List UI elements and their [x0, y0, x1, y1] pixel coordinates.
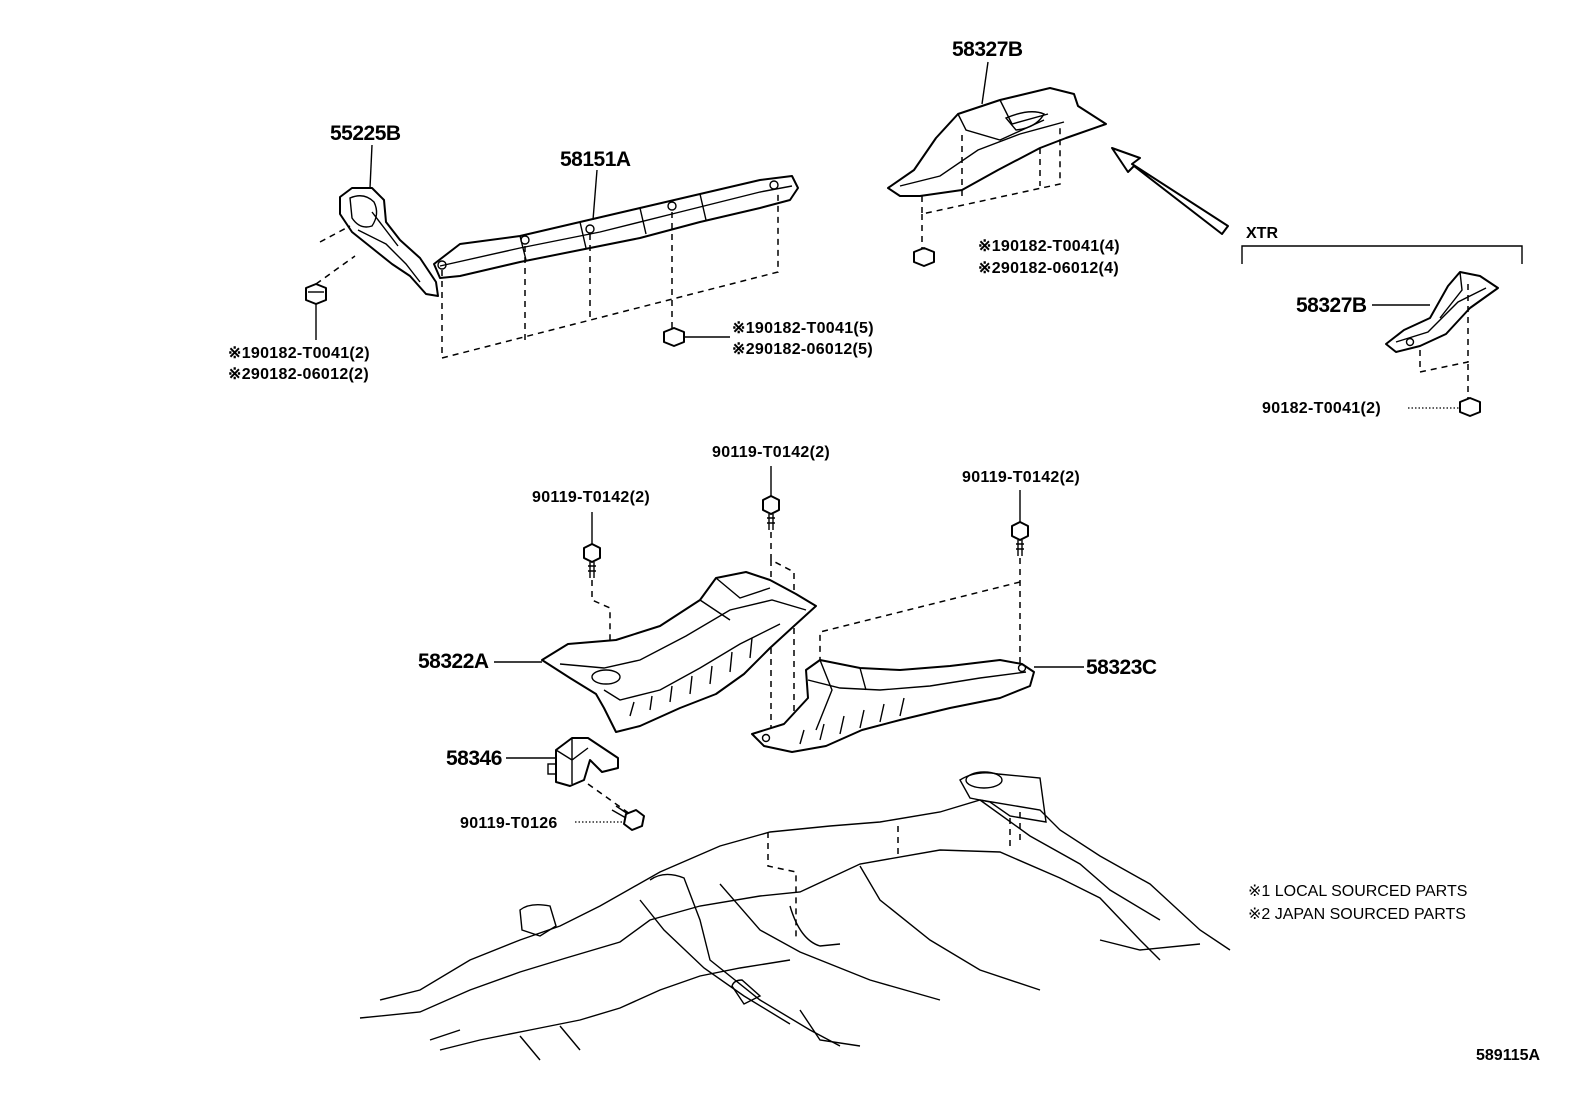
part-58323C-illustration [751, 659, 1035, 753]
label-nut-mid-1: ※190182-T0041(5) [732, 320, 874, 337]
bolt-bracket-illustration [611, 805, 645, 831]
label-58151A: 58151A [560, 148, 631, 171]
label-55225B: 55225B [330, 122, 401, 145]
nut-right-illustration [913, 247, 935, 267]
nut-middle-illustration [663, 327, 685, 347]
label-58322A: 58322A [418, 650, 489, 673]
label-58323C: 58323C [1086, 656, 1157, 679]
xtr-bracket-line [1241, 245, 1523, 264]
label-bolt-left: 90119-T0142(2) [532, 489, 650, 506]
label-bolt-center: 90119-T0142(2) [712, 444, 830, 461]
note-japan-sourced: ※2 JAPAN SOURCED PARTS [1248, 906, 1466, 923]
nut-xtr-illustration [1459, 397, 1481, 417]
part-58322A-illustration [541, 571, 817, 733]
label-58346: 58346 [446, 747, 502, 770]
label-58327B-xtr: 58327B [1296, 294, 1367, 317]
diagram-reference-code: 589115A [1476, 1047, 1541, 1064]
part-58327B-top-illustration [887, 87, 1107, 197]
label-xtr: XTR [1246, 225, 1278, 242]
part-55225B-illustration [339, 187, 439, 297]
frame-illustration [359, 771, 1231, 1061]
label-nut-mid-2: ※290182-06012(5) [732, 341, 873, 358]
label-nut-left-1: ※190182-T0041(2) [228, 345, 370, 362]
note-local-sourced: ※1 LOCAL SOURCED PARTS [1248, 883, 1467, 900]
part-58151A-illustration [433, 175, 799, 279]
bolt-right-illustration [1011, 521, 1029, 556]
label-bolt-bracket: 90119-T0126 [460, 815, 558, 832]
label-bolt-right: 90119-T0142(2) [962, 469, 1080, 486]
part-58346-illustration [547, 737, 619, 787]
label-nut-right-1: ※190182-T0041(4) [978, 238, 1120, 255]
label-nut-right-2: ※290182-06012(4) [978, 260, 1119, 277]
label-58327B-top: 58327B [952, 38, 1023, 61]
label-nut-xtr: 90182-T0041(2) [1262, 400, 1381, 417]
part-58327B-xtr-illustration [1385, 271, 1499, 353]
bolt-center-illustration [762, 495, 780, 530]
label-nut-left-2: ※290182-06012(2) [228, 366, 369, 383]
direction-arrow [1111, 147, 1229, 235]
bolt-left-illustration [583, 543, 601, 578]
nut-left-illustration [305, 283, 327, 305]
